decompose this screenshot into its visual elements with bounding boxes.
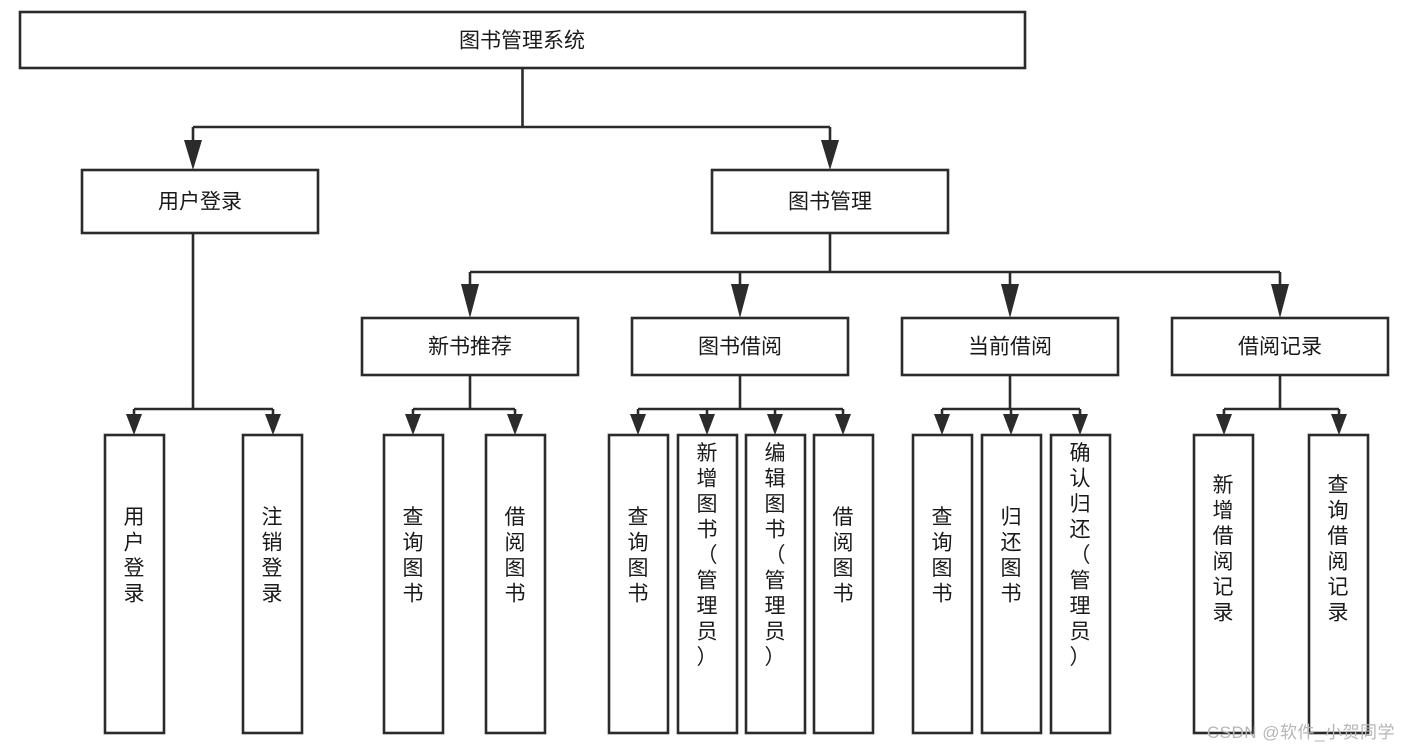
connector-root-to-level2 [184,68,839,170]
node-leaf-query-book-2-box[interactable] [607,433,670,735]
node-leaf-add-record[interactable]: 新增借阅记录 [1192,433,1255,735]
connector-bookborrow-to-leaves [630,375,851,435]
arrow-head-icon [1271,284,1289,318]
node-leaf-add-record-box[interactable] [1192,433,1255,735]
arrow-head-icon [767,414,783,435]
arrow-head-icon [1072,414,1088,435]
node-user-login-label: 用户登录 [158,191,242,214]
arrow-head-icon [184,140,202,170]
node-user-login[interactable]: 用户登录 [80,168,320,235]
arrow-head-icon [630,414,646,435]
node-leaf-borrow-book-2[interactable]: 借阅图书 [812,433,875,735]
node-leaf-add-record-label: 新增借阅记录 [1213,474,1234,625]
node-leaf-borrow-book-1-label: 借阅图书 [505,506,526,606]
node-book-manage[interactable]: 图书管理 [710,168,950,235]
node-leaf-edit-book[interactable]: 编辑图书（管理员） [744,433,807,735]
arrow-head-icon [405,414,421,435]
node-leaf-return-book[interactable]: 归还图书 [980,433,1043,735]
arrow-head-icon [821,140,839,170]
node-leaf-edit-book-label: 编辑图书（管理员） [765,442,786,669]
arrow-head-icon [507,414,523,435]
node-root-label: 图书管理系统 [459,30,585,53]
node-leaf-query-book-1[interactable]: 查询图书 [382,433,445,735]
node-leaf-return-book-label: 归还图书 [1001,506,1022,606]
node-leaf-query-book-3-box[interactable] [911,433,974,735]
node-book-borrow-label: 图书借阅 [698,336,782,359]
node-leaf-borrow-book-2-box[interactable] [812,433,875,735]
arrow-head-icon [731,284,749,318]
node-leaf-query-book-3-label: 查询图书 [932,506,953,606]
arrow-head-icon [835,414,851,435]
node-leaf-logout-login-box[interactable] [241,433,304,735]
node-leaf-logout-login[interactable]: 注销登录 [241,433,304,735]
arrow-head-icon [699,414,715,435]
arrow-head-icon [1003,414,1019,435]
node-leaf-query-book-3[interactable]: 查询图书 [911,433,974,735]
node-book-manage-box[interactable] [710,168,950,235]
node-book-manage-label: 图书管理 [788,191,872,214]
node-leaf-user-login[interactable]: 用户登录 [103,433,166,735]
node-root-box[interactable] [18,10,1027,70]
node-leaf-user-login-box[interactable] [103,433,166,735]
node-leaf-query-record-label: 查询借阅记录 [1328,474,1349,625]
node-leaf-borrow-book-2-label: 借阅图书 [833,506,854,606]
connector-newbook-to-leaves [405,375,523,435]
node-current-borrow-box[interactable] [900,316,1120,377]
node-borrow-record-box[interactable] [1170,316,1390,377]
arrow-head-icon [126,414,142,435]
arrow-head-icon [461,284,479,318]
node-new-book-rec-label: 新书推荐 [428,336,512,359]
arrow-head-icon [1331,414,1347,435]
node-leaf-add-book-label: 新增图书（管理员） [697,442,718,669]
node-user-login-box[interactable] [80,168,320,235]
node-leaf-query-book-1-box[interactable] [382,433,445,735]
node-leaf-query-book-2-label: 查询图书 [628,506,649,606]
node-leaf-query-record-box[interactable] [1307,433,1370,735]
node-leaf-add-book-box[interactable] [676,433,739,735]
node-leaf-return-book-box[interactable] [980,433,1043,735]
node-borrow-record-label: 借阅记录 [1238,336,1322,359]
node-current-borrow[interactable]: 当前借阅 [900,316,1120,377]
csdn-watermark: CSDN @软件_小贺同学 [1206,723,1395,742]
node-borrow-record[interactable]: 借阅记录 [1170,316,1390,377]
node-leaf-borrow-book-1-box[interactable] [484,433,547,735]
node-leaf-query-book-1-label: 查询图书 [403,506,424,606]
arrow-head-icon [265,414,281,435]
connector-bookmanage-to-level3 [461,233,1289,318]
connector-userlogin-to-leaves [126,233,281,435]
node-new-book-rec-box[interactable] [360,316,580,377]
node-leaf-query-book-2[interactable]: 查询图书 [607,433,670,735]
node-book-borrow[interactable]: 图书借阅 [630,316,850,377]
node-new-book-rec[interactable]: 新书推荐 [360,316,580,377]
node-leaf-borrow-book-1[interactable]: 借阅图书 [484,433,547,735]
arrow-head-icon [1001,284,1019,318]
arrow-head-icon [934,414,950,435]
node-leaf-confirm-return-box[interactable] [1049,433,1112,735]
node-leaf-confirm-return-label: 确认归还（管理员） [1070,442,1091,669]
node-leaf-confirm-return[interactable]: 确认归还（管理员） [1049,433,1112,735]
connector-currentborrow-to-leaves [934,375,1088,435]
node-root[interactable]: 图书管理系统 [18,10,1027,70]
node-current-borrow-label: 当前借阅 [968,336,1052,359]
node-book-borrow-box[interactable] [630,316,850,377]
connector-borrowrecord-to-leaves [1216,375,1347,435]
arrow-head-icon [1216,414,1232,435]
node-leaf-add-book[interactable]: 新增图书（管理员） [676,433,739,735]
node-leaf-logout-login-label: 注销登录 [262,506,283,606]
node-leaf-user-login-label: 用户登录 [124,506,145,606]
node-leaf-edit-book-box[interactable] [744,433,807,735]
node-leaf-query-record[interactable]: 查询借阅记录 [1307,433,1370,735]
